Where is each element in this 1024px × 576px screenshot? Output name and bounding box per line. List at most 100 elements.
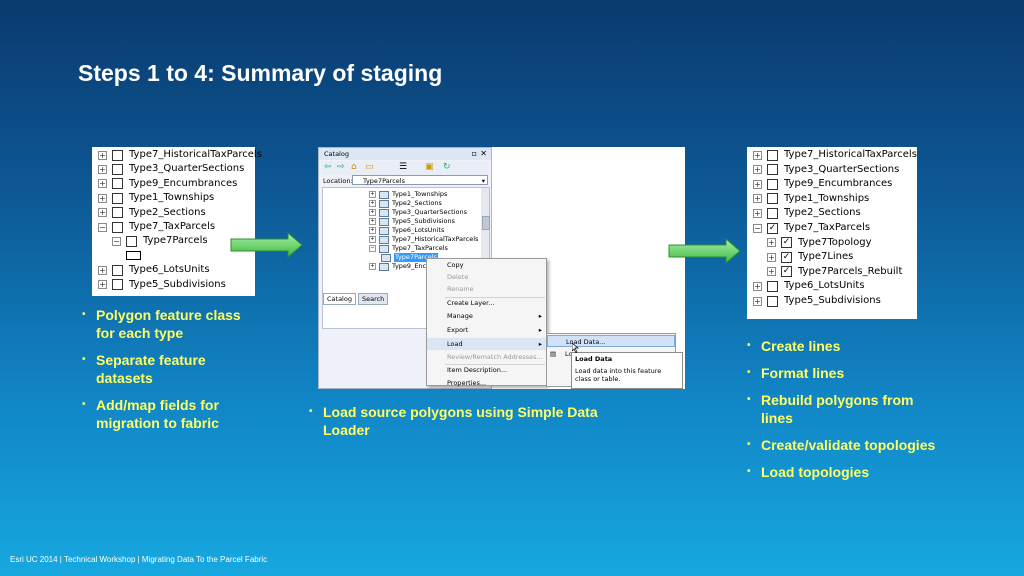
- tree-item[interactable]: +Type6_LotsUnits: [753, 279, 865, 293]
- expand-icon[interactable]: +: [369, 236, 376, 243]
- tree-item[interactable]: +Type3_QuarterSections: [753, 163, 899, 177]
- back-icon[interactable]: ⇦: [324, 162, 332, 172]
- expand-icon[interactable]: +: [767, 238, 776, 248]
- collapse-icon[interactable]: −: [98, 222, 107, 232]
- catalog-tree-item[interactable]: +Type9_Encum: [369, 262, 437, 271]
- expand-icon[interactable]: +: [98, 265, 107, 275]
- catalog-tree-item[interactable]: +Type3_QuarterSections: [369, 208, 467, 217]
- layer-checkbox[interactable]: [112, 279, 123, 291]
- expand-icon[interactable]: +: [753, 208, 762, 218]
- tab-search[interactable]: Search: [357, 293, 389, 305]
- expand-icon[interactable]: +: [753, 296, 762, 306]
- expand-icon[interactable]: +: [753, 150, 762, 160]
- folder-icon[interactable]: ▭: [365, 162, 374, 172]
- catalog-tree-item[interactable]: +Type6_LotsUnits: [369, 226, 444, 235]
- layer-checkbox[interactable]: [112, 264, 123, 276]
- layer-checkbox[interactable]: [126, 235, 137, 247]
- expand-icon[interactable]: +: [369, 191, 376, 198]
- close-icon[interactable]: ✕: [480, 149, 487, 158]
- layer-checkbox[interactable]: [767, 295, 778, 307]
- expand-icon[interactable]: +: [753, 165, 762, 175]
- expand-icon[interactable]: +: [98, 280, 107, 290]
- layer-checkbox[interactable]: [112, 207, 123, 219]
- expand-icon[interactable]: +: [98, 208, 107, 218]
- expand-icon[interactable]: +: [369, 227, 376, 234]
- scrollbar-thumb[interactable]: [482, 216, 490, 230]
- expand-icon[interactable]: +: [98, 150, 107, 160]
- menu-item-create-layer[interactable]: Create Layer...: [427, 297, 546, 309]
- layer-checkbox[interactable]: ✓: [781, 251, 792, 263]
- tree-item[interactable]: +Type3_QuarterSections: [98, 162, 244, 176]
- expand-icon[interactable]: +: [98, 164, 107, 174]
- pin-icon[interactable]: ▫: [471, 149, 477, 158]
- menu-item-properties[interactable]: Properties...: [427, 377, 546, 389]
- menu-item-copy[interactable]: Copy: [427, 259, 546, 271]
- tree-item[interactable]: −Type7_TaxParcels: [98, 220, 215, 234]
- layer-checkbox[interactable]: [767, 207, 778, 219]
- expand-icon[interactable]: +: [767, 252, 776, 262]
- layer-checkbox[interactable]: [767, 193, 778, 205]
- tree-item[interactable]: +Type2_Sections: [98, 206, 206, 220]
- layer-checkbox[interactable]: [112, 221, 123, 233]
- expand-icon[interactable]: +: [369, 263, 376, 270]
- menu-item-item-description[interactable]: Item Description...: [427, 364, 546, 376]
- catalog-tree-item[interactable]: −Type7_TaxParcels: [369, 244, 448, 253]
- layer-checkbox[interactable]: [767, 178, 778, 190]
- collapse-icon[interactable]: −: [753, 223, 762, 233]
- refresh-icon[interactable]: ↻: [443, 162, 451, 172]
- tree-item[interactable]: +Type6_LotsUnits: [98, 263, 210, 277]
- tree-item[interactable]: +Type2_Sections: [753, 206, 861, 220]
- menu-item-manage[interactable]: Manage▸: [427, 310, 546, 322]
- location-field[interactable]: Type7Parcels ▾: [352, 175, 488, 185]
- catalog-tree-item[interactable]: Type7Parcels: [381, 253, 438, 262]
- menu-item-delete[interactable]: Delete: [427, 271, 546, 283]
- tree-item[interactable]: +Type5_Subdivisions: [753, 294, 881, 308]
- home-icon[interactable]: ⌂: [351, 162, 357, 172]
- layer-checkbox[interactable]: [767, 164, 778, 176]
- menu-item-review-rematch-addresses[interactable]: Review/Rematch Addresses...: [427, 351, 546, 363]
- tree-item[interactable]: +✓Type7Parcels_Rebuilt: [767, 265, 902, 279]
- tree-item[interactable]: −Type7Parcels: [112, 234, 208, 248]
- tree-item[interactable]: +✓Type7Lines: [767, 250, 853, 264]
- tree-item[interactable]: +Type5_Subdivisions: [98, 278, 226, 292]
- collapse-icon[interactable]: −: [369, 245, 376, 252]
- catalog-tree-item[interactable]: +Type2_Sections: [369, 199, 442, 208]
- tree-item[interactable]: +Type7_HistoricalTaxParcels: [753, 148, 917, 162]
- menu-item-rename[interactable]: Rename: [427, 283, 546, 295]
- tree-item[interactable]: +Type1_Townships: [753, 192, 869, 206]
- menu-item-export[interactable]: Export▸: [427, 324, 546, 336]
- expand-icon[interactable]: +: [753, 281, 762, 291]
- layer-checkbox[interactable]: [767, 149, 778, 161]
- expand-icon[interactable]: +: [369, 200, 376, 207]
- menu-item-load[interactable]: Load▸: [427, 338, 546, 350]
- connect-icon[interactable]: ▣: [425, 162, 434, 172]
- expand-icon[interactable]: +: [767, 267, 776, 277]
- collapse-icon[interactable]: −: [112, 236, 121, 246]
- catalog-tree-item[interactable]: +Type7_HistoricalTaxParcels: [369, 235, 478, 244]
- expand-icon[interactable]: +: [369, 209, 376, 216]
- layer-checkbox[interactable]: [112, 178, 123, 190]
- chevron-down-icon[interactable]: ▾: [481, 177, 485, 185]
- layer-checkbox[interactable]: [112, 149, 123, 161]
- tree-item[interactable]: +Type9_Encumbrances: [753, 177, 892, 191]
- expand-icon[interactable]: +: [98, 193, 107, 203]
- layer-checkbox[interactable]: ✓: [781, 266, 792, 278]
- tree-item[interactable]: +Type1_Townships: [98, 191, 214, 205]
- layer-checkbox[interactable]: [112, 192, 123, 204]
- catalog-tree-item[interactable]: +Type5_Subdivisions: [369, 217, 455, 226]
- expand-icon[interactable]: +: [98, 179, 107, 189]
- view-icon[interactable]: ☰: [399, 162, 408, 172]
- layer-checkbox[interactable]: ✓: [767, 222, 778, 234]
- tree-item[interactable]: [126, 249, 141, 263]
- tree-item[interactable]: −✓Type7_TaxParcels: [753, 221, 870, 235]
- expand-icon[interactable]: +: [753, 194, 762, 204]
- layer-checkbox[interactable]: ✓: [781, 237, 792, 249]
- menu-item-load-data[interactable]: Load Data...: [547, 335, 675, 347]
- tree-item[interactable]: +✓Type7Topology: [767, 236, 872, 250]
- layer-checkbox[interactable]: [112, 163, 123, 175]
- tab-catalog[interactable]: Catalog: [323, 293, 356, 305]
- expand-icon[interactable]: +: [369, 218, 376, 225]
- menu-item-load-other[interactable]: ▤ Lo: [547, 348, 675, 360]
- forward-icon[interactable]: ⇨: [337, 162, 345, 172]
- layer-checkbox[interactable]: [767, 280, 778, 292]
